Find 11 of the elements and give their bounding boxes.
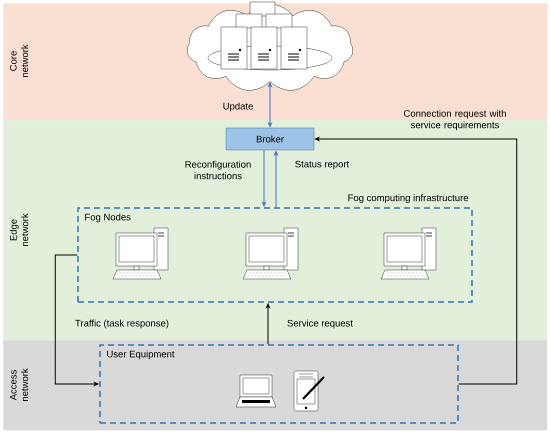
cloud — [187, 2, 353, 91]
edge-label: Update — [223, 102, 253, 112]
node-label: Fog computing infrastructure — [348, 194, 468, 204]
edge-label: Status report — [295, 160, 350, 170]
edge-label: Reconfiguration instructions — [186, 160, 251, 180]
edge-label: Service request — [287, 320, 353, 328]
edge-label: Traffic (task response) — [75, 320, 168, 328]
edge-label: Connection request with service requirements — [404, 110, 506, 130]
broker-box: Broker — [226, 128, 314, 150]
dashed-group-box: Fog Nodes Fog computing infrastructure — [77, 194, 473, 303]
dashed-group-box: User Equipment — [99, 344, 459, 424]
